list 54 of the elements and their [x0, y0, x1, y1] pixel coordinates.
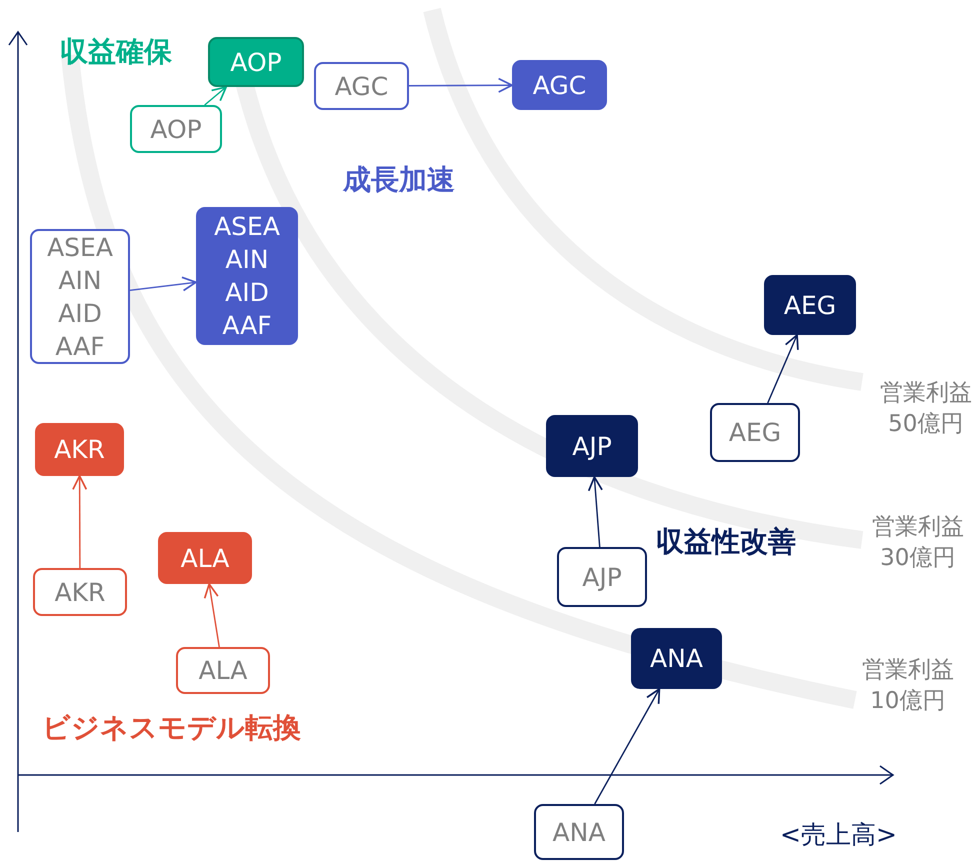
- company-code: AKR: [54, 434, 105, 466]
- arrow: [130, 276, 197, 292]
- company-code: AEG: [784, 290, 836, 322]
- company-code: AID: [58, 298, 102, 330]
- company-code: ALA: [198, 655, 248, 687]
- company-code: AOP: [230, 46, 282, 78]
- company-code: ANA: [552, 816, 606, 848]
- curve-label: 営業利益 50億円: [878, 379, 973, 439]
- company-code: AJP: [582, 562, 622, 594]
- company-box: [33, 568, 127, 616]
- company-code: AAF: [222, 310, 272, 342]
- axis-label: <売上高>: [780, 819, 898, 851]
- quadrant-label: 収益性改善: [656, 524, 797, 560]
- arrow: [204, 583, 220, 648]
- company-box: [176, 647, 270, 694]
- company-code: AID: [225, 277, 269, 309]
- company-box: [710, 403, 800, 462]
- company-box: [196, 207, 298, 345]
- company-code: AGC: [532, 70, 586, 102]
- company-box: [534, 804, 624, 860]
- company-box: [631, 628, 722, 689]
- arrow: [204, 86, 228, 106]
- arrow: [72, 475, 88, 568]
- arrow: [594, 688, 660, 804]
- company-box: [130, 105, 222, 153]
- company-code: AIN: [58, 264, 102, 296]
- company-code: AGC: [334, 70, 388, 102]
- company-code: ASEA: [214, 211, 280, 243]
- quadrant-label: ビジネスモデル転換: [42, 710, 302, 746]
- curve-label: 営業利益 30億円: [870, 513, 965, 573]
- company-box: [512, 60, 607, 110]
- company-box: [35, 423, 124, 476]
- company-code: AKR: [54, 576, 106, 608]
- company-code: ASEA: [47, 232, 113, 264]
- company-box: [764, 275, 856, 335]
- company-code: ALA: [180, 542, 230, 574]
- arrow: [409, 78, 513, 93]
- company-code: AIN: [225, 244, 269, 276]
- company-code: AOP: [150, 114, 202, 146]
- company-box: [314, 62, 409, 110]
- curve-label: 営業利益 10億円: [860, 656, 955, 716]
- company-code: AEG: [728, 417, 782, 449]
- company-box: [546, 415, 638, 477]
- arrow: [767, 334, 799, 404]
- quadrant-label: 収益確保: [60, 34, 173, 70]
- company-box: [208, 37, 304, 87]
- company-code: AJP: [572, 430, 612, 462]
- company-code: AAF: [55, 330, 105, 362]
- company-code: ANA: [650, 643, 703, 675]
- quadrant-label: 成長加速: [343, 162, 456, 198]
- arrow: [588, 476, 603, 548]
- company-box: [158, 532, 252, 584]
- company-box: [30, 229, 130, 364]
- company-box: [557, 547, 647, 607]
